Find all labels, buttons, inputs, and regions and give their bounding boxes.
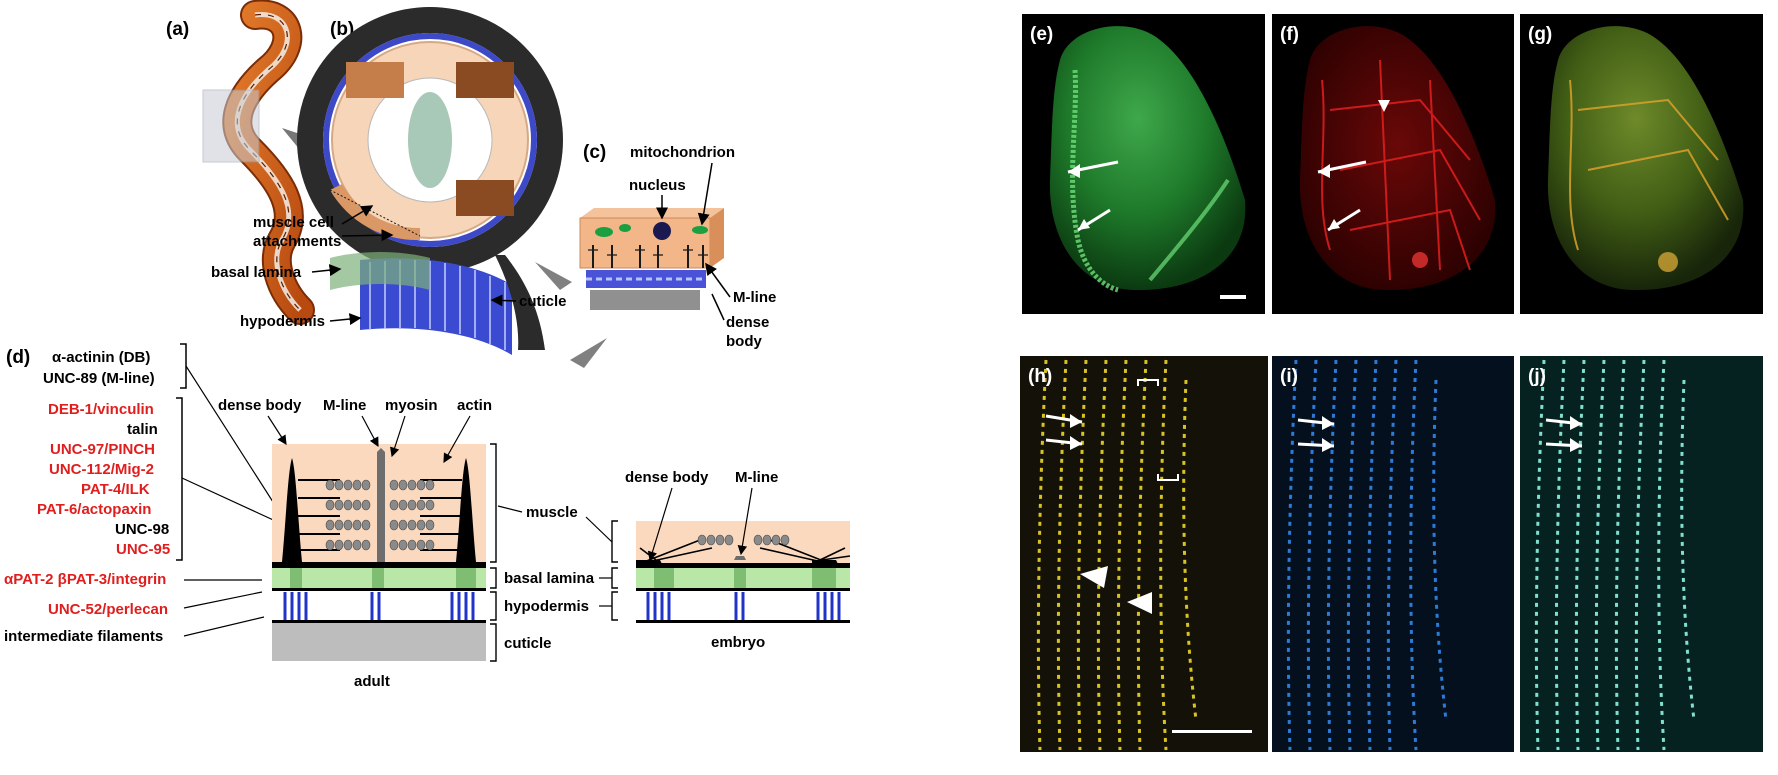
hypodermis-arrow	[329, 313, 362, 326]
panel-b-cuticle-label: cuticle	[519, 293, 567, 310]
mitochondrion-arrow	[697, 162, 713, 226]
panel-j-label: (j)	[1528, 366, 1546, 387]
mitochondrion-label: mitochondrion	[630, 144, 735, 161]
embryo-m-line-label: M-line	[735, 469, 778, 486]
panel-h-arrowhead-1	[1080, 566, 1108, 588]
panel-f-micrograph	[1272, 14, 1514, 314]
panel-c-dense-label-1: dense	[726, 314, 769, 331]
hypodermis-label-d: hypodermis	[504, 598, 589, 615]
panel-c-m-line-label: M-line	[733, 289, 776, 306]
panel-h-bracket-2	[1157, 474, 1179, 481]
m-line-arrow-c	[705, 262, 731, 298]
panel-b-basal-lamina-label: basal lamina	[211, 264, 302, 281]
panel-h-bracket-1	[1137, 379, 1159, 386]
unc98-label: UNC-98	[115, 521, 169, 538]
panel-h-label: (h)	[1028, 366, 1052, 387]
panel-j-micrograph	[1520, 356, 1763, 752]
pat6-label: PAT-6/actopaxin	[37, 501, 151, 518]
attachments-arrow-2	[341, 229, 394, 242]
cross-section-ring	[297, 7, 563, 273]
panel-f-arrowhead	[1378, 100, 1390, 112]
cuticle-label-d: cuticle	[504, 635, 552, 652]
panel-g-label: (g)	[1528, 24, 1552, 45]
panel-i-micrograph	[1272, 356, 1514, 752]
worm-illustration	[202, 0, 318, 325]
panel-f-label: (f)	[1280, 24, 1299, 45]
integrin-label: αPAT-2 βPAT-3/integrin	[4, 571, 166, 588]
panel-a-label: (a)	[166, 19, 189, 40]
unc112-label: UNC-112/Mig-2	[49, 461, 154, 478]
panel-e-label: (e)	[1030, 24, 1053, 45]
c-to-d-arrow	[570, 338, 607, 368]
panel-c-dense-label-2: body	[726, 333, 762, 350]
actin-label: actin	[457, 397, 492, 414]
nucleus-shape	[653, 222, 671, 240]
deb1-label: DEB-1/vinculin	[48, 401, 154, 418]
b-to-c-arrow	[535, 262, 572, 290]
panel-g-micrograph	[1520, 14, 1763, 314]
top-bracket	[180, 343, 187, 389]
hypodermis-sheet	[330, 252, 545, 355]
basal-lamina-arrow	[311, 264, 342, 277]
basal-lamina-label-d: basal lamina	[504, 570, 595, 587]
unc52-label: UNC-52/perlecan	[48, 601, 168, 618]
unc97-label: UNC-97/PINCH	[50, 441, 155, 458]
panel-b-label: (b)	[330, 19, 354, 40]
muscle-cell-attachments-label-1: muscle cell	[253, 214, 334, 231]
adult-muscle-label: muscle	[526, 504, 578, 521]
pat4-label: PAT-4/ILK	[81, 481, 150, 498]
adult-sarcomere	[272, 444, 486, 661]
embryo-sarcomere	[636, 521, 851, 623]
adult-m-line-label: M-line	[323, 397, 366, 414]
dense-body-arrow-c	[711, 293, 725, 321]
middle-bracket	[176, 397, 183, 561]
nucleus-label: nucleus	[629, 177, 686, 194]
intermediate-filaments-label: intermediate filaments	[4, 628, 163, 645]
talin-label: talin	[127, 421, 158, 438]
panel-e-micrograph	[1022, 14, 1265, 314]
adult-dense-body-label: dense body	[218, 397, 302, 414]
unc89-label: UNC-89 (M-line)	[43, 370, 155, 387]
attachments-arrow-1	[341, 205, 374, 225]
alpha-actinin-label: α-actinin (DB)	[52, 349, 150, 366]
embryo-dense-body-label: dense body	[625, 469, 709, 486]
panel-d-label: (d)	[6, 347, 30, 368]
muscle-block	[579, 208, 724, 310]
muscle-cell-attachments-label-2: attachments	[253, 233, 341, 250]
embryo-label: embryo	[711, 634, 765, 651]
panel-i-label: (i)	[1280, 366, 1298, 387]
panel-h-micrograph	[1020, 356, 1268, 752]
myosin-label: myosin	[385, 397, 438, 414]
unc95-label: UNC-95	[116, 541, 170, 558]
adult-label: adult	[354, 673, 390, 690]
panel-h-arrowhead-2	[1127, 592, 1152, 614]
panel-b-hypodermis-label: hypodermis	[240, 313, 325, 330]
cuticle-arrow	[490, 294, 517, 307]
panel-c-label: (c)	[583, 142, 606, 163]
